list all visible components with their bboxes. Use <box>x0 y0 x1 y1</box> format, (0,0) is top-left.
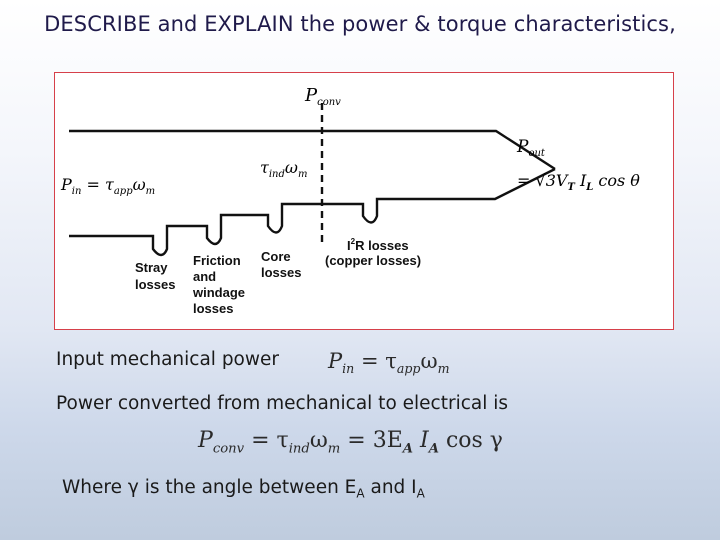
tau-ind-label: τindωm <box>260 158 307 180</box>
power-flow-svg: Pconv Pout = √3VT IL cos θ Pin = τappωm … <box>60 85 640 316</box>
copper-losses-label: (copper losses) <box>325 253 421 268</box>
p-in-label: Pin = τappωm <box>60 175 155 197</box>
p-out-label: Pout <box>516 137 546 159</box>
friction-losses-label-2: and <box>193 269 216 284</box>
friction-losses-label-1: Friction <box>193 253 241 268</box>
stray-losses-label-1: Stray <box>135 260 168 275</box>
core-losses-label-2: losses <box>261 265 301 280</box>
conv-power-label: Power converted from mechanical to elect… <box>56 393 509 414</box>
p-out-equation: = √3VT IL cos θ <box>517 171 640 193</box>
slide-title: DESCRIBE and EXPLAIN the power & torque … <box>44 12 676 36</box>
pin-equation: Pin = τappωm <box>328 349 450 377</box>
input-power-label: Input mechanical power <box>56 349 279 370</box>
stray-losses-label-2: losses <box>135 277 175 292</box>
p-conv-label: Pconv <box>304 85 341 108</box>
i2r-losses-label: I2R losses <box>347 237 409 253</box>
core-losses-label-1: Core <box>261 249 291 264</box>
pconv-equation: Pconv = τindωm = 3EA IA cos γ <box>198 428 503 457</box>
power-flow-top-line <box>69 129 556 171</box>
friction-losses-label-3: windage <box>192 285 245 300</box>
power-flow-diagram: Pconv Pout = √3VT IL cos θ Pin = τappωm … <box>54 72 674 330</box>
power-flow-bottom-line <box>69 167 556 257</box>
where-gamma-text: Where γ is the angle between EA and IA <box>62 477 425 501</box>
friction-losses-label-4: losses <box>193 301 233 316</box>
